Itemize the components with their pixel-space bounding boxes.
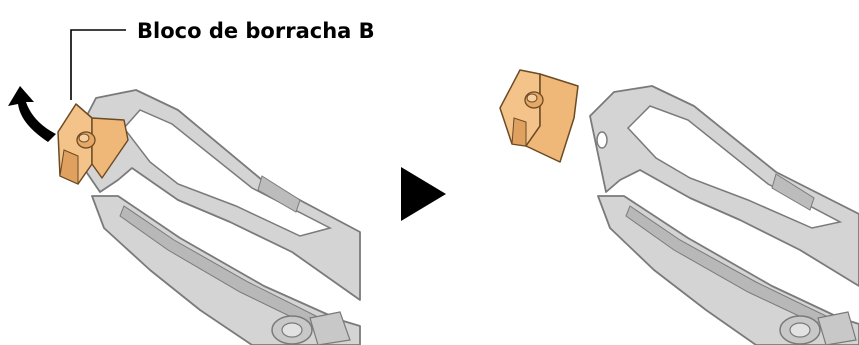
curved-arrow-icon <box>8 86 56 142</box>
right-arm-hole <box>597 132 607 148</box>
right-arm-assembly <box>590 86 859 345</box>
rubber-block-detached <box>500 70 578 162</box>
right-panel <box>500 70 859 345</box>
callout-label: Bloco de borracha B <box>137 19 375 43</box>
left-panel: Bloco de borracha B <box>8 19 375 345</box>
callout-leader-line <box>71 30 126 100</box>
triangle-right-icon <box>401 167 446 221</box>
